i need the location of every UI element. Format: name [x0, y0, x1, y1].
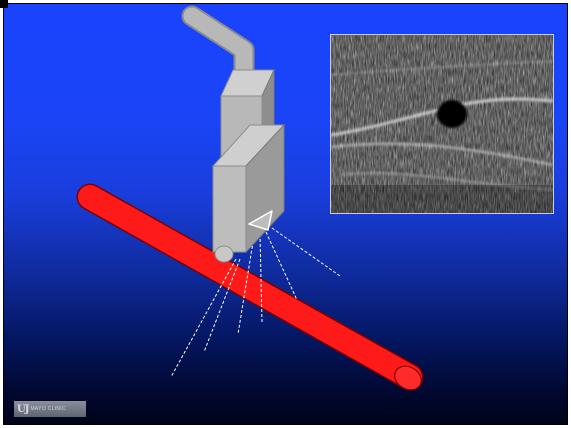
transducer-tip	[215, 246, 233, 262]
corner-mark	[0, 0, 8, 8]
slide-frame: UJ MAYO CLINIC	[3, 3, 568, 425]
logo-glyph: UJ	[17, 404, 28, 415]
beam-line	[272, 228, 340, 276]
beam-line	[171, 259, 236, 377]
ultrasound-image	[331, 35, 553, 213]
vessel-cross-section	[437, 100, 467, 128]
institution-logo: UJ MAYO CLINIC	[14, 401, 86, 417]
ultrasound-probe	[213, 70, 284, 262]
logo-text: MAYO CLINIC	[30, 406, 65, 412]
